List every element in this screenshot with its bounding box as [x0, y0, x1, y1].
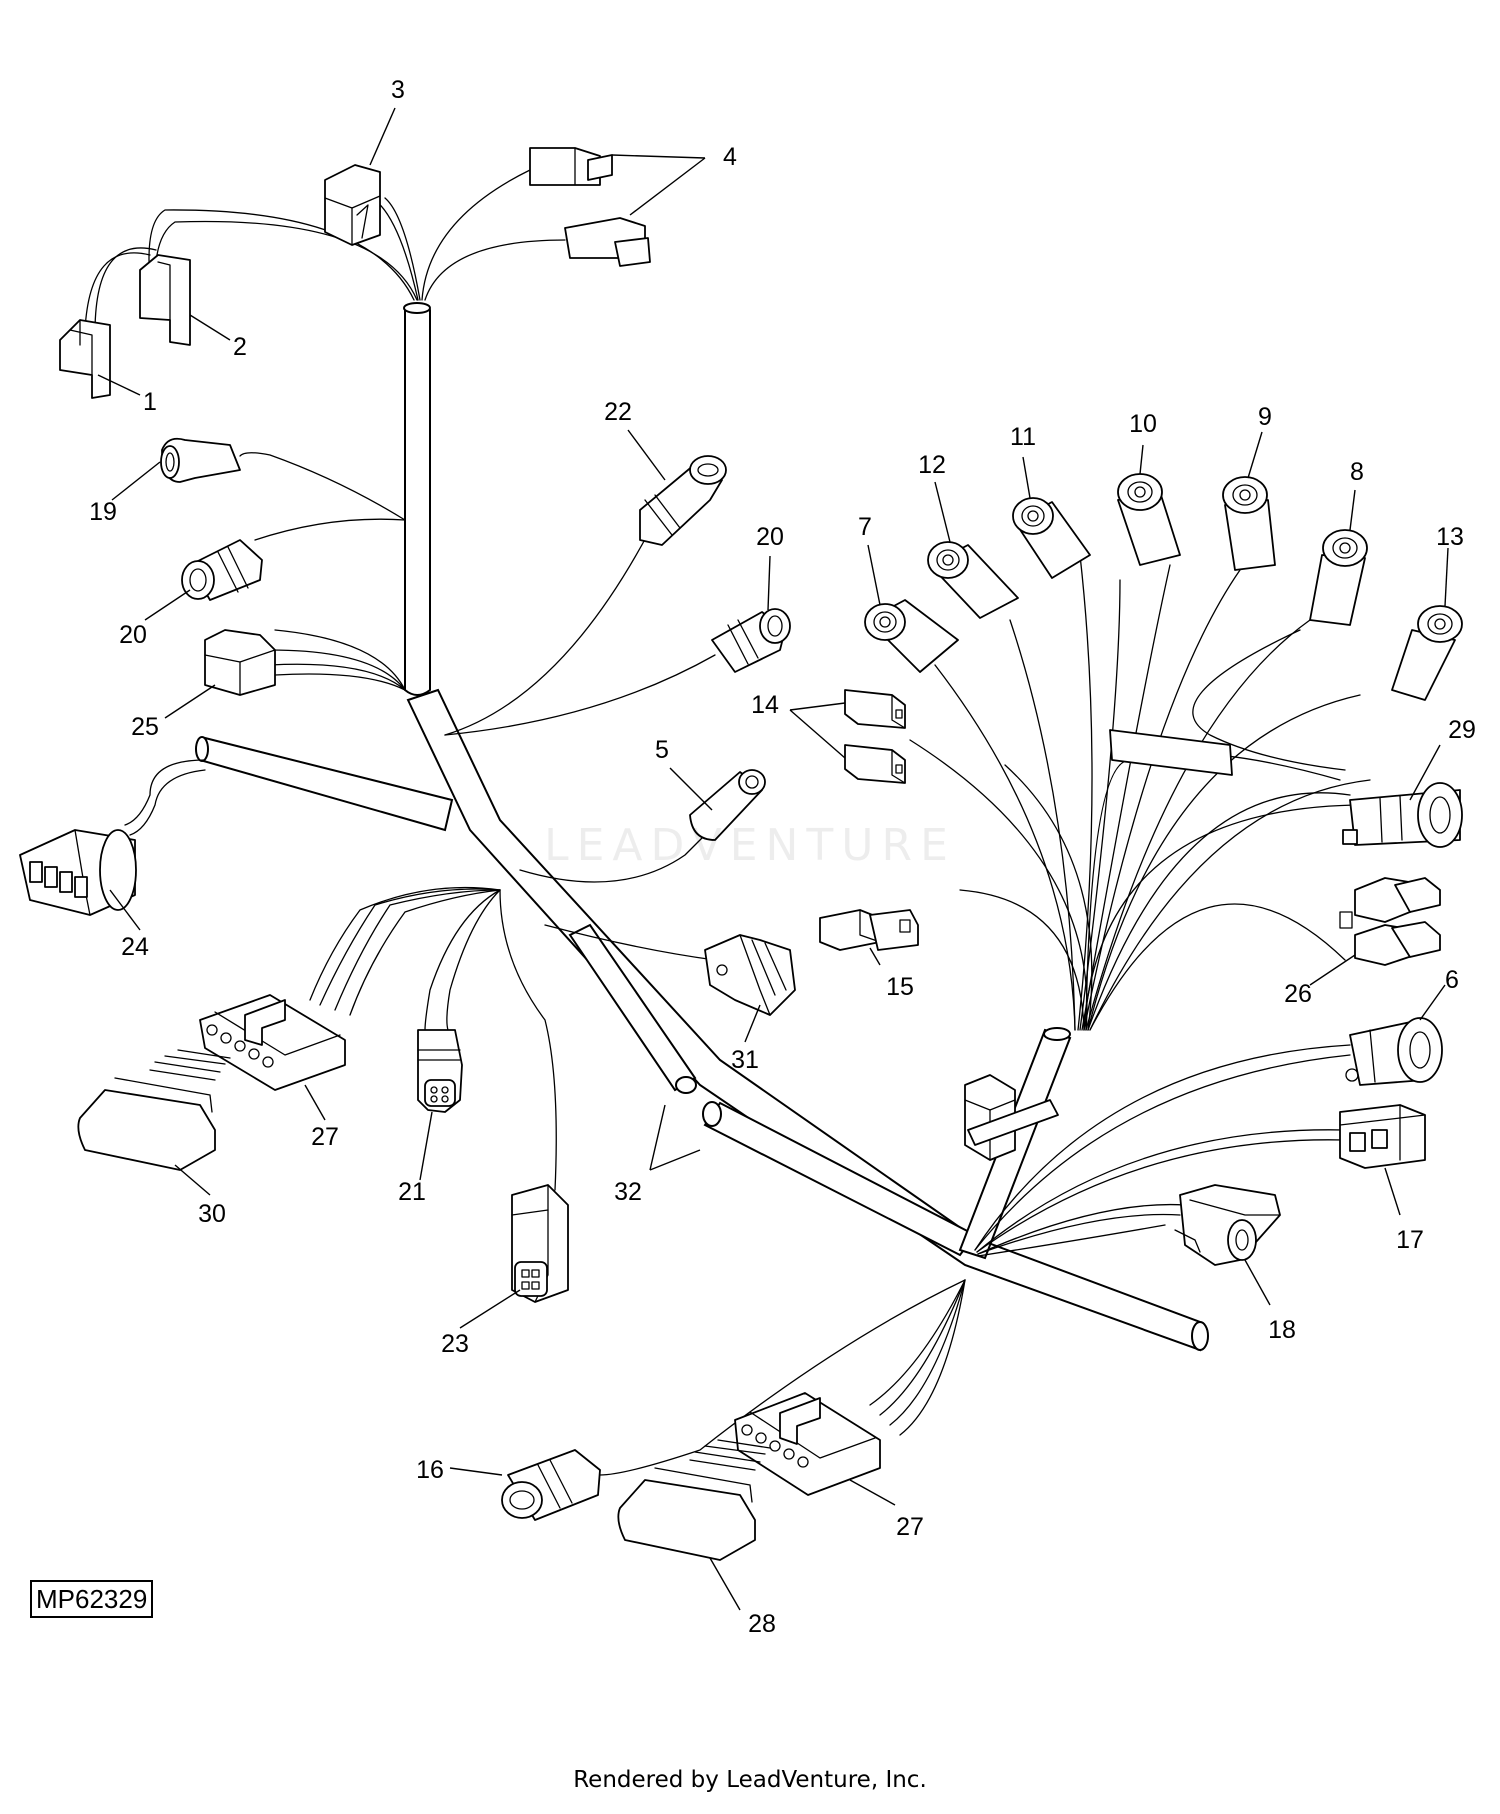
watermark: LEADVENTURE — [544, 820, 956, 871]
connector-28 — [617, 1439, 771, 1561]
connector-20-right — [711, 608, 791, 673]
callout-labels: 1 2 3 4 19 20 25 22 20 5 31 24 27 30 21 … — [89, 76, 1476, 1638]
figure-id: MP62329 — [30, 1580, 154, 1618]
callout-2: 2 — [233, 333, 247, 361]
callout-10: 10 — [1129, 410, 1157, 438]
connector-17 — [1339, 1104, 1426, 1169]
callout-31: 31 — [731, 1046, 759, 1074]
callout-3: 3 — [391, 76, 405, 104]
connector-19 — [160, 437, 241, 483]
connector-15 — [819, 909, 919, 951]
leader-lines — [97, 107, 1449, 1611]
connector-16 — [501, 1449, 601, 1521]
callout-6: 6 — [1445, 966, 1459, 994]
callout-28: 28 — [748, 1610, 776, 1638]
connector-11 — [1012, 497, 1091, 579]
connector-10 — [1117, 473, 1181, 566]
connector-2 — [139, 254, 191, 346]
callout-12: 12 — [918, 451, 946, 479]
callout-14: 14 — [751, 691, 779, 719]
connector-31 — [704, 934, 796, 1016]
callout-16: 16 — [416, 1456, 444, 1484]
callout-11: 11 — [1010, 423, 1036, 451]
connector-4-upper — [529, 147, 613, 186]
callout-30: 30 — [198, 1200, 226, 1228]
connector-13 — [1391, 605, 1463, 701]
connector-21 — [417, 1029, 463, 1113]
connector-25 — [204, 629, 276, 696]
connector-24 — [19, 829, 137, 916]
callout-1: 1 — [143, 388, 157, 416]
callout-13: 13 — [1436, 523, 1464, 551]
callout-9: 9 — [1258, 403, 1272, 431]
upper-branch-wires — [84, 169, 566, 691]
callout-15: 15 — [886, 973, 914, 1001]
callout-20-left: 20 — [119, 621, 147, 649]
callout-7: 7 — [858, 513, 872, 541]
connector-9 — [1222, 476, 1276, 571]
callout-27-upper: 27 — [311, 1123, 339, 1151]
callout-21: 21 — [398, 1178, 426, 1206]
connector-4-lower — [564, 217, 651, 267]
connector-18 — [1174, 1184, 1281, 1266]
harness-clip — [964, 1074, 1059, 1161]
callout-8: 8 — [1350, 458, 1364, 486]
connector-27-lower — [734, 1392, 881, 1496]
connector-7 — [864, 599, 959, 673]
callout-23: 23 — [441, 1330, 469, 1358]
connector-23 — [511, 1184, 569, 1303]
connector-22 — [639, 455, 727, 546]
footer-credit: Rendered by LeadVenture, Inc. — [573, 1767, 927, 1793]
connector-6 — [1345, 1017, 1443, 1086]
connector-26 — [1339, 877, 1441, 966]
callout-18: 18 — [1268, 1316, 1296, 1344]
connector-20-left — [181, 539, 263, 601]
right-cluster-wires — [599, 554, 1381, 1476]
callout-19: 19 — [89, 498, 117, 526]
callout-5: 5 — [655, 736, 669, 764]
callout-24: 24 — [121, 933, 149, 961]
callout-27-lower: 27 — [896, 1513, 924, 1541]
connector-30 — [77, 1049, 231, 1171]
callout-20-right: 20 — [756, 523, 784, 551]
callout-4: 4 — [723, 143, 737, 171]
callout-25: 25 — [131, 713, 159, 741]
connector-5 — [689, 769, 766, 841]
callout-22: 22 — [604, 398, 632, 426]
callout-29: 29 — [1448, 716, 1476, 744]
connector-27-upper — [199, 994, 346, 1091]
connector-14 — [844, 689, 906, 784]
connector-3 — [324, 164, 381, 246]
connector-12 — [927, 541, 1019, 619]
connector-8 — [1309, 529, 1368, 626]
callout-17: 17 — [1396, 1226, 1424, 1254]
callout-26: 26 — [1284, 980, 1312, 1008]
connector-1 — [59, 319, 111, 399]
callout-32: 32 — [614, 1178, 642, 1206]
connector-29 — [1342, 782, 1463, 848]
